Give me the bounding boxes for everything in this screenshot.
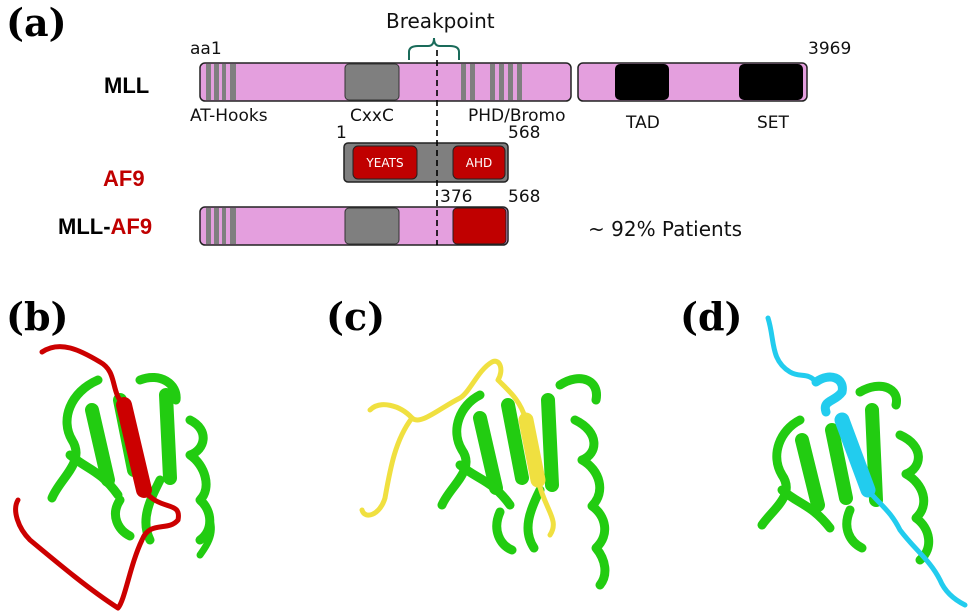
fusion-bar (199, 206, 509, 246)
panel-label-a: (a) (6, 0, 67, 45)
mll-phd-bromo-domain (461, 64, 522, 100)
breakpoint-label: Breakpoint (386, 9, 495, 33)
mll-cxxc-domain (344, 63, 400, 101)
structure-d-peptide (765, 315, 968, 608)
af9-yeats-domain (352, 145, 418, 180)
af9-bar (343, 142, 509, 183)
structure-c-protein (437, 374, 610, 590)
patients-label: ~ 92% Patients (588, 217, 742, 241)
panel-label-d: (d) (680, 294, 743, 339)
mll-domain-label-set: SET (757, 113, 790, 133)
mll-tad-domain (615, 64, 669, 100)
fusion-name-part1: MLL- (58, 214, 111, 239)
breakpoint-bracket (408, 37, 460, 60)
structure-c-peptide (359, 358, 556, 538)
fusion-name-part2: AF9 (111, 214, 153, 239)
mll-name: MLL (104, 73, 149, 98)
structure-b-peptide (13, 344, 181, 611)
af9-name: AF9 (103, 166, 145, 191)
fusion-cxxc-domain (344, 207, 400, 245)
af9-domain-label-yeats: YEATS (365, 156, 403, 170)
fusion-end-label: 568 (508, 187, 540, 207)
af9-ahd-domain (452, 145, 506, 180)
structure-c (359, 358, 610, 590)
mll-set-domain (739, 64, 803, 100)
panel-label-c: (c) (326, 294, 385, 339)
mll-end-label: 3969 (808, 39, 851, 59)
mll-at-hooks-domain (206, 64, 236, 100)
mll-domain-label-phd-bromo: PHD/Bromo (468, 106, 566, 126)
mll-start-label: aa1 (190, 39, 222, 59)
mll-domain-label-at-hooks: AT-Hooks (190, 106, 268, 126)
panel-label-b: (b) (6, 294, 69, 339)
af9-start-label: 1 (336, 123, 347, 143)
structure-d-protein (757, 381, 934, 565)
fusion-junction-label: 376 (440, 187, 472, 207)
mll-domain-label-tad: TAD (625, 113, 660, 133)
fusion-name: MLL-AF9 (58, 214, 152, 239)
mll-bar (199, 62, 808, 102)
af9-end-label: 568 (508, 123, 540, 143)
fusion-ahd-domain (452, 207, 507, 245)
mll-domain-label-cxxc: CxxC (350, 106, 394, 126)
af9-domain-label-ahd: AHD (466, 156, 492, 170)
structure-b (13, 344, 215, 611)
structure-d (757, 315, 968, 608)
